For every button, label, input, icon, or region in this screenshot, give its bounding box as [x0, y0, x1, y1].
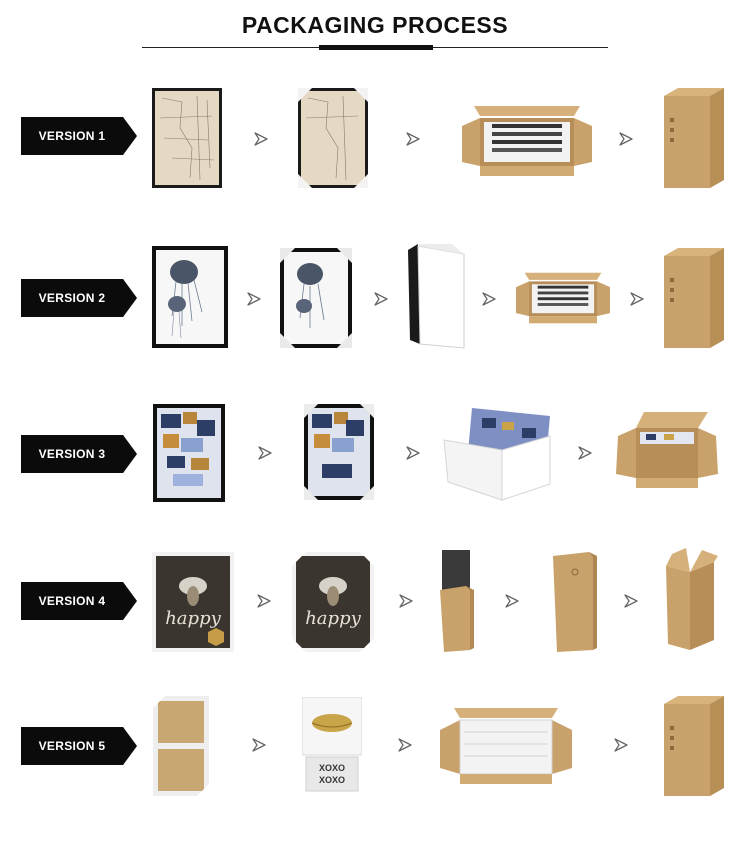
svg-text:happy: happy	[165, 608, 221, 629]
framed-print-with-corner-protectors-image	[280, 248, 352, 348]
version-tag: VERSION 3	[21, 435, 137, 473]
svg-text:XOXO: XOXO	[319, 775, 345, 785]
page-title: PACKAGING PROCESS	[241, 12, 509, 38]
framed-map-print-image	[152, 88, 222, 188]
next-step-arrow-icon	[256, 444, 274, 462]
version-label: VERSION 5	[38, 739, 106, 753]
version-label: VERSION 1	[38, 129, 106, 143]
next-step-arrow-icon	[628, 290, 646, 308]
title-underline-accent	[319, 45, 433, 50]
sealed-carton-image	[664, 248, 724, 348]
next-step-arrow-icon	[252, 130, 270, 148]
svg-text:happy: happy	[305, 608, 361, 629]
framed-abstract-print-image	[153, 404, 225, 502]
version-tag: VERSION 5	[21, 727, 137, 765]
framed-bee-happy-print-image: happy	[152, 552, 234, 652]
framed-print-with-corner-protectors-image: happy	[292, 552, 374, 652]
open-box-with-prints-image	[462, 106, 592, 176]
next-step-arrow-icon	[576, 444, 594, 462]
next-step-arrow-icon	[622, 592, 640, 610]
next-step-arrow-icon	[404, 444, 422, 462]
closed-carton-sleeve-image	[553, 552, 597, 652]
next-step-arrow-icon	[404, 130, 422, 148]
open-box-with-canvases-image	[440, 708, 572, 784]
version-label: VERSION 3	[38, 447, 106, 461]
print-in-carton-sleeve-image	[440, 550, 474, 652]
version-tag: VERSION 4	[21, 582, 137, 620]
next-step-arrow-icon	[617, 130, 635, 148]
next-step-arrow-icon	[503, 592, 521, 610]
next-step-arrow-icon	[397, 592, 415, 610]
sealed-carton-image	[664, 88, 724, 188]
foam-board-wrap-image	[408, 244, 465, 349]
next-step-arrow-icon	[480, 290, 498, 308]
version-tag: VERSION 1	[21, 117, 137, 155]
canvas-prints-lips-xoxo-image: XOXO XOXO	[302, 697, 362, 792]
open-outer-carton-image	[666, 548, 718, 650]
display-box-with-prints-image	[443, 408, 551, 501]
version-label: VERSION 4	[38, 594, 106, 608]
framed-print-with-corner-protectors-image	[298, 88, 368, 188]
next-step-arrow-icon	[245, 290, 263, 308]
canvas-backs-with-corner-protectors-image	[153, 696, 209, 796]
framed-print-with-corner-protectors-image	[304, 404, 374, 500]
sealed-carton-image	[664, 696, 724, 796]
open-box-with-prints-image	[516, 268, 610, 328]
next-step-arrow-icon	[372, 290, 390, 308]
next-step-arrow-icon	[396, 736, 414, 754]
next-step-arrow-icon	[255, 592, 273, 610]
next-step-arrow-icon	[250, 736, 268, 754]
framed-jellyfish-print-image	[152, 246, 228, 348]
version-label: VERSION 2	[38, 291, 106, 305]
open-box-with-prints-image	[616, 412, 718, 488]
svg-text:XOXO: XOXO	[319, 763, 345, 773]
next-step-arrow-icon	[612, 736, 630, 754]
version-tag: VERSION 2	[21, 279, 137, 317]
